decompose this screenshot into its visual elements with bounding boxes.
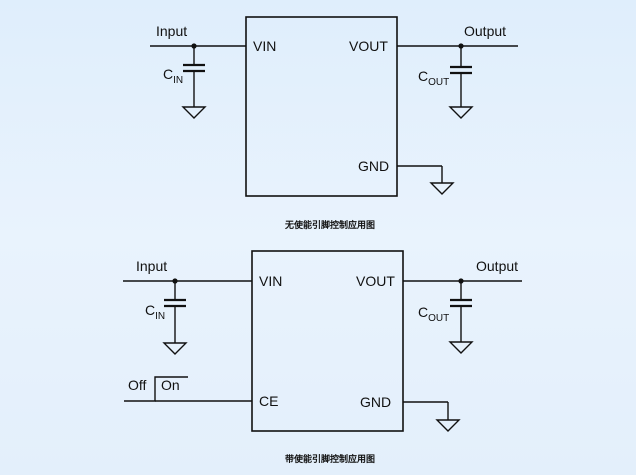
cin-label: CIN — [145, 302, 165, 322]
diagram-bottom: Input Output VIN VOUT GND CE CIN COUT Of… — [123, 250, 522, 465]
ground-symbol-icon — [448, 341, 474, 354]
switch-on-label: On — [161, 377, 180, 393]
pin-gnd-label: GND — [360, 394, 391, 410]
caption-top: 无使能引脚控制应用图 — [284, 219, 375, 231]
pin-ce-label: CE — [259, 393, 278, 409]
diagram-top: Input Output VIN VOUT GND CIN COUT 无使能引脚… — [150, 16, 518, 231]
ground-symbol-icon — [435, 419, 461, 432]
pin-vin-label: VIN — [259, 273, 282, 289]
cout-label: COUT — [418, 304, 449, 324]
ground-symbol-icon — [162, 342, 188, 355]
input-label: Input — [156, 23, 187, 39]
output-label: Output — [476, 258, 518, 274]
input-label: Input — [136, 258, 167, 274]
output-label: Output — [464, 23, 506, 39]
caption-bottom: 带使能引脚控制应用图 — [285, 453, 375, 465]
ground-symbol-icon — [448, 106, 474, 119]
cout-label: COUT — [418, 68, 449, 88]
enable-switch-waveform — [124, 376, 188, 402]
ldo-chip-body — [245, 16, 398, 197]
ground-symbol-icon — [181, 106, 207, 119]
ground-symbol-icon — [429, 182, 455, 195]
pin-gnd-label: GND — [358, 158, 389, 174]
cin-label: CIN — [163, 66, 183, 86]
pin-vout-label: VOUT — [356, 273, 395, 289]
pin-vin-label: VIN — [253, 38, 276, 54]
ldo-chip-body — [251, 250, 404, 432]
switch-off-label: Off — [128, 377, 147, 393]
pin-vout-label: VOUT — [349, 38, 388, 54]
